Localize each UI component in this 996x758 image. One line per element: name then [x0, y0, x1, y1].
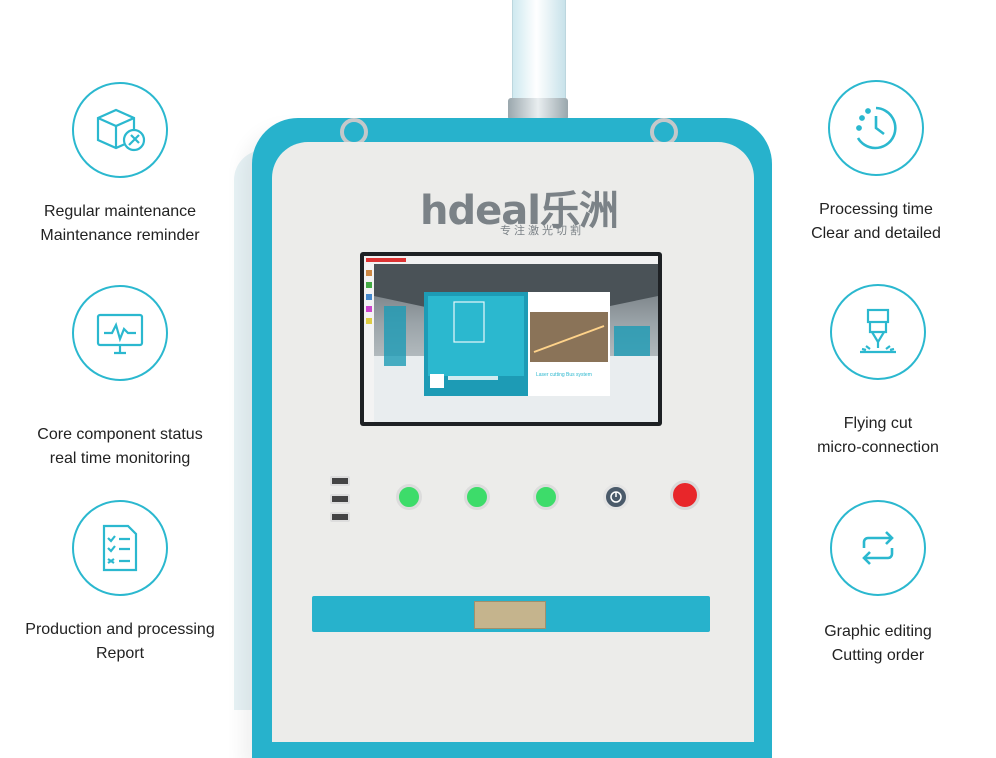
indicator-switch-2[interactable] — [330, 494, 350, 504]
green-button-3[interactable] — [533, 484, 559, 510]
pole-collar — [508, 98, 568, 120]
stopwatch-icon — [828, 80, 924, 176]
brand-slogan: 专注激光切割 — [500, 225, 584, 237]
brand-logo: hdeal乐洲 — [420, 188, 619, 234]
indicator-switch-3[interactable] — [330, 512, 350, 522]
monitor-pulse-icon — [72, 285, 168, 381]
screen-caption: Laser cutting Bus system — [536, 372, 592, 378]
laser-head-icon — [830, 284, 926, 380]
lifting-ring-right — [650, 118, 678, 146]
drawer-handle[interactable] — [474, 601, 546, 629]
cycle-arrows-icon — [830, 500, 926, 596]
power-key-switch[interactable] — [603, 484, 629, 510]
checklist-document-icon — [72, 500, 168, 596]
green-button-1[interactable] — [396, 484, 422, 510]
emergency-stop-button[interactable] — [670, 480, 700, 510]
indicator-switch-1[interactable] — [330, 476, 350, 486]
touchscreen-display[interactable]: Laser cutting Bus system — [364, 256, 658, 422]
green-button-2[interactable] — [464, 484, 490, 510]
cabinet-front-panel — [272, 142, 754, 742]
box-wrench-icon — [72, 82, 168, 178]
power-icon — [610, 491, 622, 503]
laser-controller-cabinet: hdeal乐洲 专注激光切割 Laser cutting Bus system — [230, 0, 772, 758]
